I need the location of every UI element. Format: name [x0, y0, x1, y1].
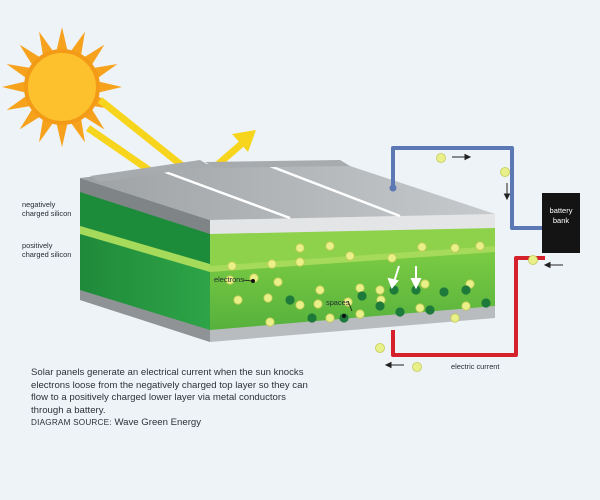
- caption-source-name: Wave Green Energy: [114, 417, 202, 429]
- negative-silicon-label-1: negatively: [22, 200, 56, 209]
- hole: [481, 298, 491, 308]
- hole: [439, 287, 449, 297]
- positive-silicon-label-1: positively: [22, 241, 53, 250]
- electron: [355, 309, 365, 319]
- sun-ray-icon: [6, 64, 30, 78]
- sun-ray-icon: [84, 109, 105, 130]
- electrons: [225, 241, 485, 327]
- red-wire: [391, 256, 545, 357]
- electron-to-space-arrows: [387, 265, 422, 290]
- sun-ray-icon: [94, 64, 118, 78]
- holes-spaces: [285, 285, 491, 323]
- electron: [295, 300, 305, 310]
- caption-body: Solar panels generate an electrical curr…: [31, 367, 308, 416]
- sun-ray-icon: [39, 119, 53, 143]
- wire-electrons: [375, 153, 538, 372]
- hole: [425, 305, 435, 315]
- electrons-label: electrons: [214, 275, 244, 284]
- hole: [357, 291, 367, 301]
- electron: [375, 285, 385, 295]
- battery-label-line2: bank: [553, 216, 570, 225]
- electron: [355, 283, 365, 293]
- electron: [313, 299, 323, 309]
- sun-ray-icon: [56, 124, 68, 147]
- negative-silicon-label-2: charged silicon: [22, 209, 71, 218]
- electron: [475, 241, 485, 251]
- negative-layer-side: [80, 190, 210, 264]
- electron: [227, 261, 237, 271]
- top-cover-side: [80, 178, 210, 234]
- sun-ray-icon: [56, 27, 68, 50]
- electron: [233, 295, 243, 305]
- electron: [225, 275, 235, 285]
- spaces-label: spaces: [326, 298, 350, 307]
- electron: [450, 313, 460, 323]
- top-cover-front: [210, 214, 495, 234]
- solar-panel: [80, 160, 495, 342]
- sun-ray-icon: [19, 44, 40, 65]
- sun-icon: [2, 27, 122, 147]
- sun-ray-icon: [39, 31, 53, 55]
- electron: [315, 285, 325, 295]
- electron: [415, 303, 425, 313]
- sun-ray-icon: [19, 109, 40, 130]
- battery-label-line1: battery: [550, 206, 573, 215]
- hole: [307, 313, 317, 323]
- sun-ray-icon: [99, 81, 122, 93]
- blue-wire: [391, 146, 545, 230]
- electron: [295, 257, 305, 267]
- hole: [461, 285, 471, 295]
- sun-ray-icon: [6, 96, 30, 110]
- positive-silicon-label-2: charged silicon: [22, 250, 71, 259]
- hole: [375, 301, 385, 311]
- sun-ray-icon: [2, 81, 25, 93]
- sun-ray-icon: [71, 31, 85, 55]
- caption-source-label: Diagram source:: [31, 418, 112, 428]
- hole: [395, 307, 405, 317]
- electron: [267, 259, 277, 269]
- battery-bank: battery bank: [542, 193, 580, 253]
- electron: [273, 277, 283, 287]
- electron: [263, 293, 273, 303]
- electron: [461, 301, 471, 311]
- electric-current-label: electric current: [451, 362, 499, 371]
- sun-ray-icon: [84, 44, 105, 65]
- electron: [325, 313, 335, 323]
- ray-arrowhead-upper: [232, 130, 256, 152]
- electron: [417, 242, 427, 252]
- sun-ray-icon: [71, 119, 85, 143]
- hole: [285, 295, 295, 305]
- electron: [265, 317, 275, 327]
- positive-layer-side: [80, 232, 210, 330]
- circuit-wires: [391, 146, 545, 357]
- flow-arrows: [384, 153, 563, 369]
- electron: [345, 251, 355, 261]
- electron: [295, 243, 305, 253]
- hole: [389, 285, 399, 295]
- negative-layer-front: [210, 226, 495, 266]
- hole: [411, 285, 421, 295]
- electron: [387, 253, 397, 263]
- electron: [420, 279, 430, 289]
- electron: [450, 243, 460, 253]
- electron: [325, 241, 335, 251]
- caption: Solar panels generate an electrical curr…: [31, 367, 316, 430]
